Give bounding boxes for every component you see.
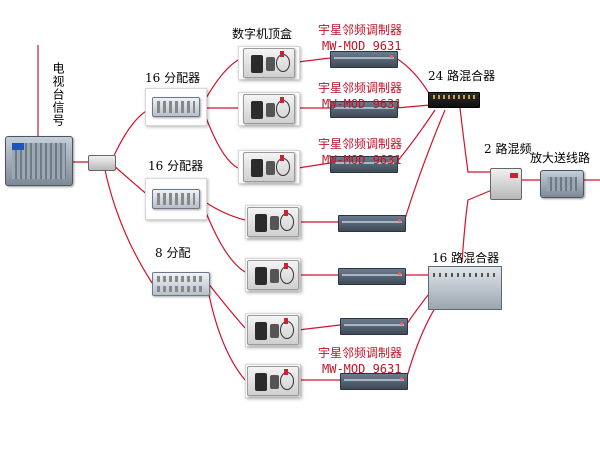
tap-splitter-icon [88, 155, 116, 171]
spl8-stb6-wire [207, 282, 246, 329]
modulator-6 [340, 318, 408, 335]
set-top-box-2 [238, 92, 300, 126]
combiner16-label: 16 路混合器 [432, 251, 500, 265]
set-top-box-icon [247, 366, 299, 396]
mod7-comb16-wire [405, 299, 441, 381]
spl-b-stb5-wire [204, 209, 246, 273]
modulator-brand-label: 宇星邻频调制器 [318, 23, 403, 37]
modulator-7 [340, 373, 408, 390]
spl-b-stb4-wire [204, 201, 246, 221]
spl8-stb7-wire [207, 289, 246, 381]
set-top-box-icon [247, 207, 299, 237]
mod2-comb24-wire [395, 104, 431, 109]
splitter16-b-photo [145, 178, 207, 220]
two-way-mixer-icon [490, 168, 522, 200]
comb24-mix2-wire [459, 107, 490, 173]
mod4-comb24-wire [403, 109, 446, 223]
mod1-comb24-wire [395, 57, 431, 96]
stb-header-label: 数字机顶盒 [232, 27, 293, 41]
modulator-1 [330, 51, 398, 68]
comb16-mix2-wire [461, 189, 493, 263]
splitter16-a-label: 16 分配器 [145, 71, 201, 85]
modulator-4 [338, 215, 406, 232]
splitter8-label: 8 分配 [155, 246, 191, 260]
tap-to-splitter8-wire [104, 169, 153, 284]
splitter-icon [152, 189, 200, 209]
modulator-brand-label: 宇星邻频调制器 [318, 137, 403, 151]
set-top-box-icon [247, 260, 299, 290]
modulator-5 [338, 268, 406, 285]
set-top-box-3 [238, 150, 300, 184]
modulator-2 [330, 101, 398, 118]
tap-to-splitter16a-wire [111, 109, 149, 161]
combiner24-label: 24 路混合器 [428, 69, 496, 83]
stb1-mod1-wire [297, 57, 331, 63]
set-top-box-icon [247, 315, 299, 345]
modulator-model-label: MW-MOD 9631 [322, 39, 402, 53]
splitter16-b-label: 16 分配器 [148, 159, 204, 173]
splitter8-icon [152, 272, 210, 296]
modulator-3 [330, 156, 398, 173]
set-top-box-icon [243, 48, 295, 78]
modulator-brand-label: 宇星邻频调制器 [318, 346, 403, 360]
spl-a-stb3-wire [204, 114, 239, 169]
signal-wires [37, 45, 600, 381]
set-top-box-4 [245, 205, 301, 239]
modulator-brand-label: 宇星邻频调制器 [318, 81, 403, 95]
splitter-icon [152, 97, 200, 117]
set-top-box-1 [238, 46, 300, 80]
amp-line-label: 放大送线路 [530, 151, 591, 165]
amplifier-icon [540, 170, 584, 198]
mod3-comb24-wire [395, 109, 436, 164]
splitter16-a-photo [145, 88, 207, 126]
combiner-icon [428, 92, 480, 108]
set-top-box-icon [243, 152, 295, 182]
stb3-mod3-wire [297, 162, 331, 169]
modulator-model-label: MW-MOD 9631 [322, 362, 402, 376]
set-top-box-icon [243, 94, 295, 124]
tv-signal-label: 电视台信号 [51, 62, 65, 127]
tv-receiver-icon [5, 136, 73, 186]
set-top-box-6 [245, 313, 301, 347]
set-top-box-5 [245, 258, 301, 292]
combiner16-icon [428, 266, 502, 310]
set-top-box-7 [245, 364, 301, 398]
modulator-model-label: MW-MOD 9631 [322, 153, 402, 167]
stb6-mod6-wire [297, 324, 341, 331]
mix2-label: 2 路混频 [484, 142, 532, 156]
modulator-model-label: MW-MOD 9631 [322, 97, 402, 111]
spl-a-stb1-wire [204, 59, 239, 101]
